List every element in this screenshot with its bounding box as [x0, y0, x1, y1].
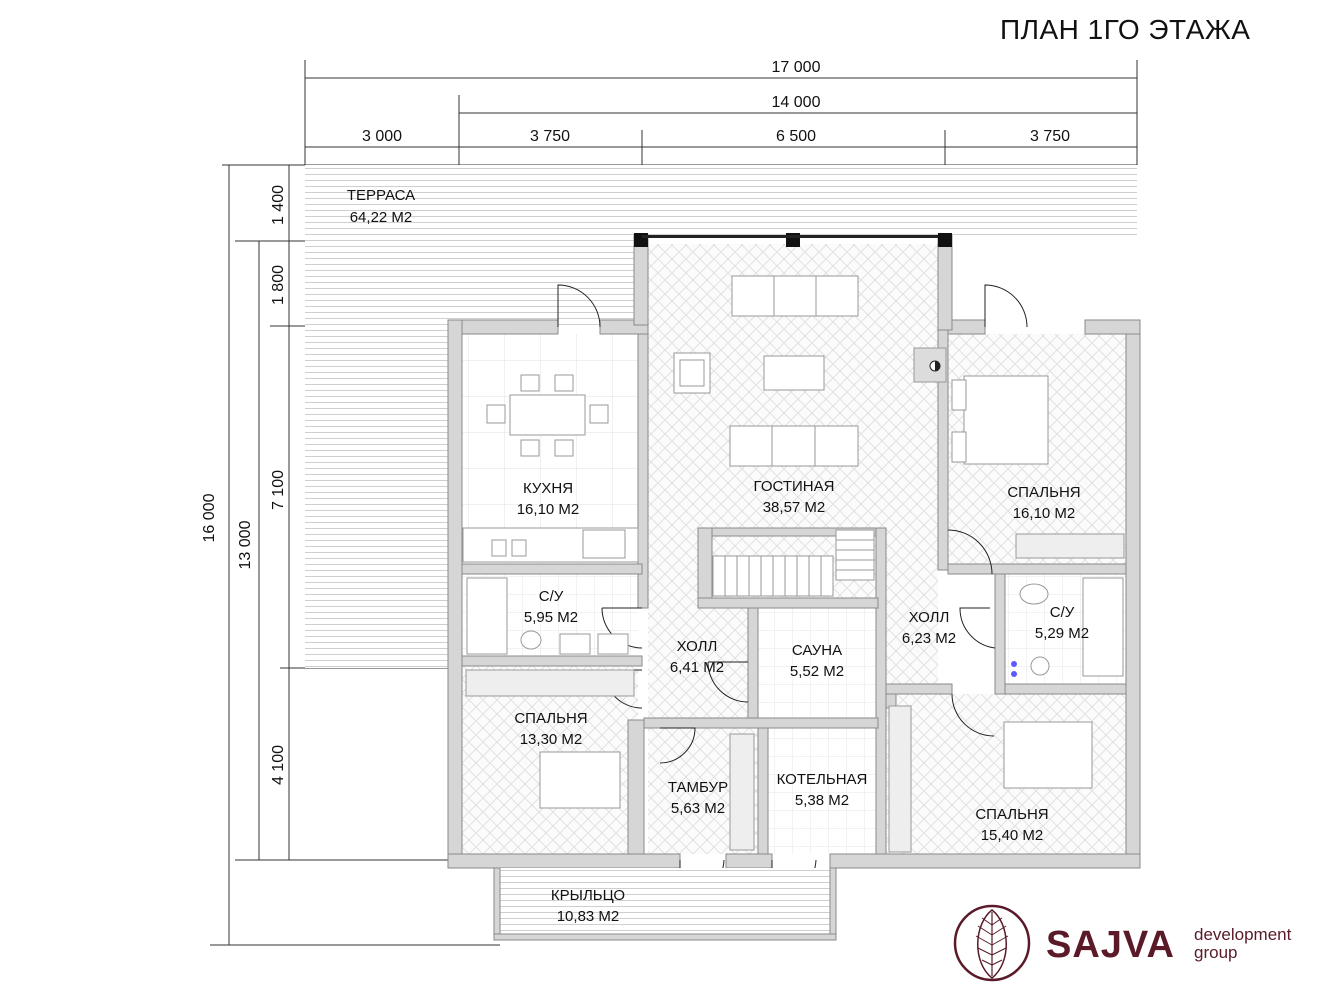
room-terrace-name: ТЕРРАСА [347, 187, 415, 204]
room-vestibule-area: 5,63 М2 [671, 800, 725, 817]
room-living-name: ГОСТИНАЯ [754, 478, 835, 495]
brand-name: SAJVA [1046, 924, 1175, 966]
room-hall-w-name: ХОЛЛ [677, 638, 718, 655]
room-boiler-area: 5,38 М2 [795, 792, 849, 809]
room-sauna-name: САУНА [792, 642, 842, 659]
dim-left-seg2: 1 800 [270, 265, 287, 305]
dim-top-seg4: 3 750 [1030, 128, 1070, 145]
room-porch-name: КРЫЛЬЦО [551, 887, 625, 904]
room-sauna-area: 5,52 М2 [790, 663, 844, 680]
brand-line2: group [1194, 943, 1237, 962]
room-bedroom-ne-name: СПАЛЬНЯ [1007, 484, 1080, 501]
furniture [462, 275, 1125, 853]
dim-top-house: 14 000 [772, 94, 821, 111]
room-bedroom-sw-area: 13,30 М2 [520, 731, 583, 748]
room-bedroom-sw-name: СПАЛЬНЯ [514, 710, 587, 727]
room-terrace-area: 64,22 М2 [350, 209, 413, 226]
dim-top-seg3: 6 500 [776, 128, 816, 145]
room-bedroom-se-name: СПАЛЬНЯ [975, 806, 1048, 823]
room-bedroom-ne-area: 16,10 М2 [1013, 505, 1076, 522]
terrace-columns [634, 233, 952, 247]
room-bath-w-name: С/У [539, 588, 564, 605]
room-kitchen-area: 16,10 М2 [517, 501, 580, 518]
room-bath-e-name: С/У [1050, 604, 1075, 621]
dim-left-seg3: 7 100 [270, 470, 287, 510]
room-porch-area: 10,83 М2 [557, 908, 620, 925]
dim-top-seg1: 3 000 [362, 128, 402, 145]
dim-top-total: 17 000 [772, 59, 821, 76]
dim-left-total: 16 000 [201, 493, 218, 542]
room-living-area: 38,57 М2 [763, 499, 826, 516]
brand-logo: SAJVA development group [953, 904, 1292, 982]
room-bath-w-area: 5,95 М2 [524, 609, 578, 626]
dim-top-seg2: 3 750 [530, 128, 570, 145]
dim-left-seg1: 1 400 [270, 185, 287, 225]
page-title: ПЛАН 1ГО ЭТАЖА [1000, 14, 1251, 45]
room-bath-e-area: 5,29 М2 [1035, 625, 1089, 642]
room-hall-e-area: 6,23 М2 [902, 630, 956, 647]
room-hall-e-name: ХОЛЛ [909, 609, 950, 626]
room-labels: ТЕРРАСА 64,22 М2 КУХНЯ 16,10 М2 ГОСТИНАЯ… [347, 187, 1089, 925]
room-kitchen-name: КУХНЯ [523, 480, 573, 497]
brand-line1: development [1194, 925, 1292, 944]
room-bedroom-se-area: 15,40 М2 [981, 827, 1044, 844]
dim-left-seg4: 4 100 [270, 745, 287, 785]
porch [493, 867, 837, 941]
room-vestibule-name: ТАМБУР [668, 779, 728, 796]
room-hall-w-area: 6,41 М2 [670, 659, 724, 676]
room-boiler-name: КОТЕЛЬНАЯ [777, 771, 868, 788]
dim-left-house: 13 000 [237, 520, 254, 569]
